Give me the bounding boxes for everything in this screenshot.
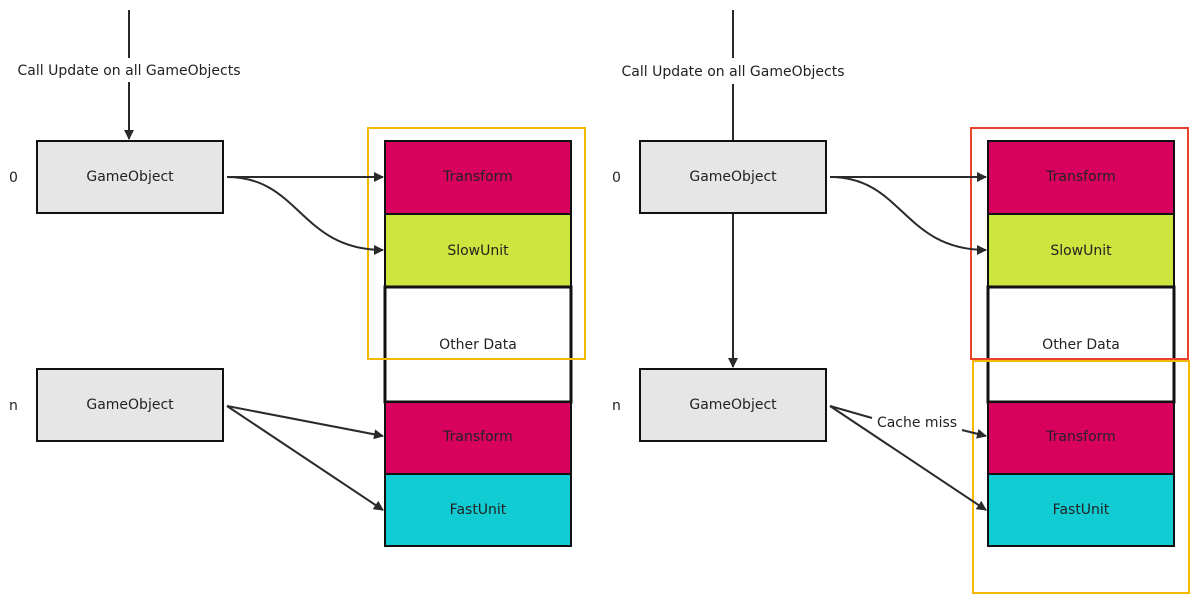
left-transform-top-label: Transform <box>442 169 513 185</box>
right-fast-unit <box>987 473 1175 547</box>
right-game-object-bottom-label: GameObject <box>689 397 777 413</box>
left-slow-unit <box>384 213 572 288</box>
left-game-object-top <box>36 140 224 214</box>
right-arrow-to-transform-bottom-b <box>961 428 987 439</box>
left-transform-bottom <box>384 401 572 475</box>
right-transform-bottom-label: Transform <box>1045 429 1116 445</box>
right-cache-miss-label: Cache miss <box>877 415 957 431</box>
left-game-object-bottom <box>36 368 224 442</box>
right-slow-unit-label: SlowUnit <box>1050 243 1112 259</box>
left-arrow-to-transform-bottom <box>226 405 384 440</box>
left-fast-unit-label: FastUnit <box>450 502 507 518</box>
left-other-data-label: Other Data <box>439 337 517 353</box>
right-transform-top <box>987 140 1175 215</box>
right-panel: Call Update on all GameObjects 0 n GameO… <box>612 10 1190 594</box>
right-call-label: Call Update on all GameObjects <box>621 64 844 80</box>
left-other-data <box>383 285 573 404</box>
right-fast-unit-label: FastUnit <box>1053 502 1110 518</box>
right-game-object-top <box>639 140 827 214</box>
right-game-object-bottom <box>639 368 827 442</box>
right-transform-bottom <box>987 401 1175 475</box>
left-transform-bottom-label: Transform <box>442 429 513 445</box>
left-index-bottom: n <box>9 398 18 414</box>
right-other-data <box>986 285 1176 404</box>
right-slow-unit <box>987 213 1175 288</box>
right-arrow-to-fast-unit <box>829 405 987 511</box>
right-index-bottom: n <box>612 398 621 414</box>
left-slow-unit-label: SlowUnit <box>447 243 509 259</box>
left-panel: Call Update on all GameObjects 0 n GameO… <box>9 10 586 547</box>
right-game-object-top-label: GameObject <box>689 169 777 185</box>
left-game-object-top-label: GameObject <box>86 169 174 185</box>
left-index-top: 0 <box>9 170 18 186</box>
right-other-data-label: Other Data <box>1042 337 1120 353</box>
right-cache-line-box-loaded <box>970 127 1189 360</box>
right-transform-top-label: Transform <box>1045 169 1116 185</box>
left-arrow-to-slow-unit <box>226 176 384 255</box>
right-cache-line-box-missed <box>972 360 1190 594</box>
right-index-top: 0 <box>612 170 621 186</box>
left-transform-top <box>384 140 572 215</box>
left-game-object-bottom-label: GameObject <box>86 397 174 413</box>
left-fast-unit <box>384 473 572 547</box>
right-arrow-to-slow-unit <box>829 176 987 255</box>
left-arrow-to-fast-unit <box>226 405 384 511</box>
left-call-label: Call Update on all GameObjects <box>17 63 240 79</box>
left-cache-line-box <box>367 127 586 360</box>
right-arrow-to-transform-bottom-a <box>829 405 873 419</box>
